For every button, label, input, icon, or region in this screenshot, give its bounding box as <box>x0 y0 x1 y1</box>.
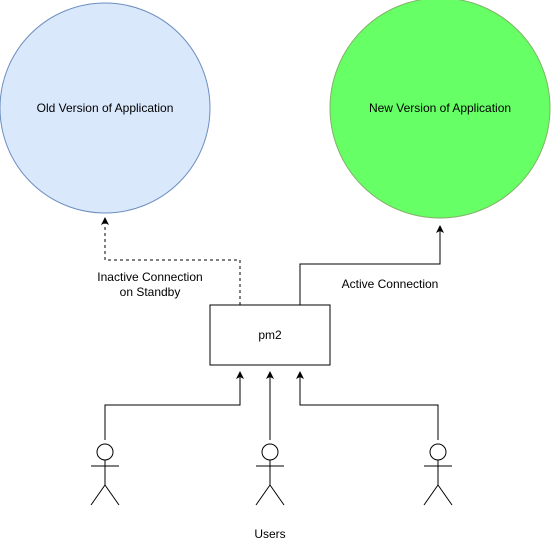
user-right-edge <box>296 371 439 440</box>
new-app-label: New Version of Application <box>369 101 511 115</box>
pm2-node[interactable]: pm2 <box>209 304 331 366</box>
new-app-node[interactable]: New Version of Application <box>329 0 551 219</box>
inactive-connection-label-line1: Inactive Connection <box>97 270 202 284</box>
pm2-label: pm2 <box>258 328 282 342</box>
users-label: Users <box>254 527 285 541</box>
user-right-actor-icon[interactable] <box>423 443 453 506</box>
inactive-connection-edge <box>101 217 241 305</box>
old-app-label: Old Version of Application <box>37 101 174 115</box>
user-center-actor-icon[interactable] <box>255 443 285 506</box>
active-connection-edge <box>299 225 444 305</box>
inactive-connection-label-line2: on Standby <box>120 285 181 299</box>
old-app-node[interactable]: Old Version of Application <box>0 2 211 214</box>
user-left-actor-icon[interactable] <box>90 443 120 506</box>
user-left-edge <box>104 371 244 440</box>
active-connection-label: Active Connection <box>342 277 439 291</box>
